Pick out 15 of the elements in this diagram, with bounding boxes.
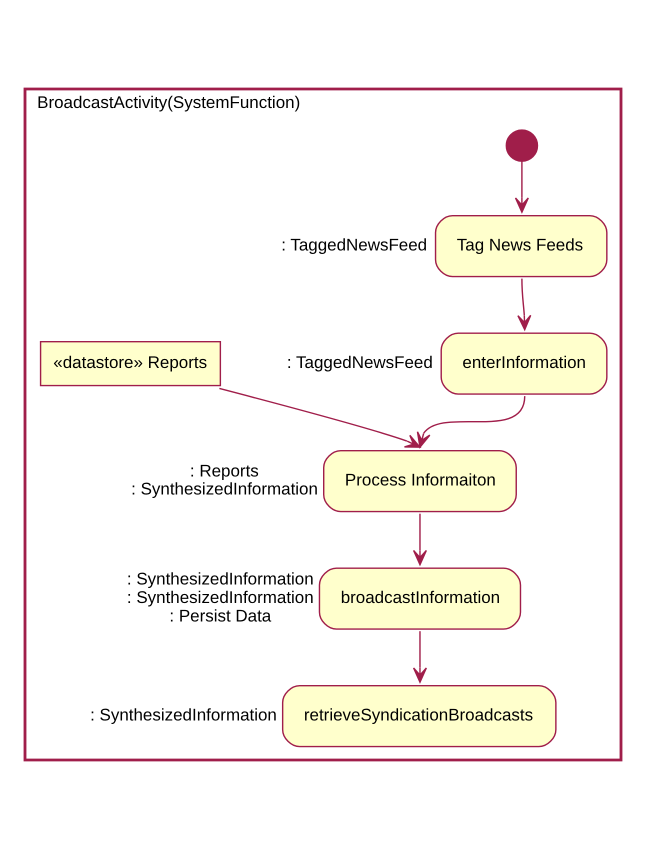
node-circle — [506, 128, 538, 162]
node-label: : TaggedNewsFeed — [286, 352, 433, 372]
node-label: : Persist Data — [169, 606, 272, 625]
node-label: : TaggedNewsFeed — [281, 235, 428, 254]
arrow — [219, 387, 421, 448]
node-label: : SynthesizedInformation — [90, 705, 277, 724]
node-label: : SynthesizedInformation — [131, 479, 318, 498]
arrow — [517, 278, 532, 330]
arrow — [412, 513, 428, 565]
arrow — [416, 396, 526, 448]
arrow — [514, 161, 529, 212]
node-label: : SynthesizedInformation — [126, 569, 314, 588]
node-label: : Reports — [190, 460, 259, 480]
node-label: : SynthesizedInformation — [126, 588, 314, 607]
arrow — [412, 630, 428, 682]
